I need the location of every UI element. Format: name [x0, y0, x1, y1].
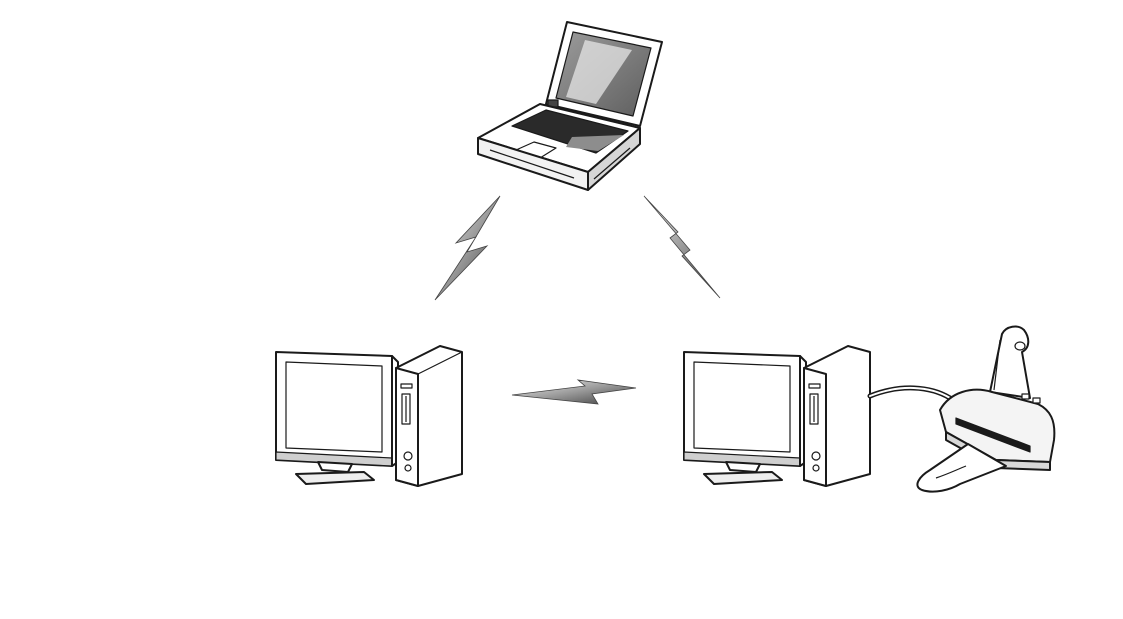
desktop-computer-icon	[276, 346, 462, 486]
printer-icon	[917, 327, 1054, 492]
wireless-link-laptop-left	[435, 196, 500, 300]
desktop-computer-icon	[684, 346, 870, 486]
wireless-link-laptop-right	[644, 196, 720, 298]
desktop-computer-left	[276, 346, 462, 486]
lightning-bolt-icon	[435, 196, 500, 300]
lightning-bolt-icon	[644, 196, 720, 298]
lightning-bolt-icon	[512, 380, 636, 404]
laptop-icon	[478, 22, 662, 190]
wireless-link-desktops	[512, 380, 636, 404]
desktop-computer-right	[684, 346, 870, 486]
